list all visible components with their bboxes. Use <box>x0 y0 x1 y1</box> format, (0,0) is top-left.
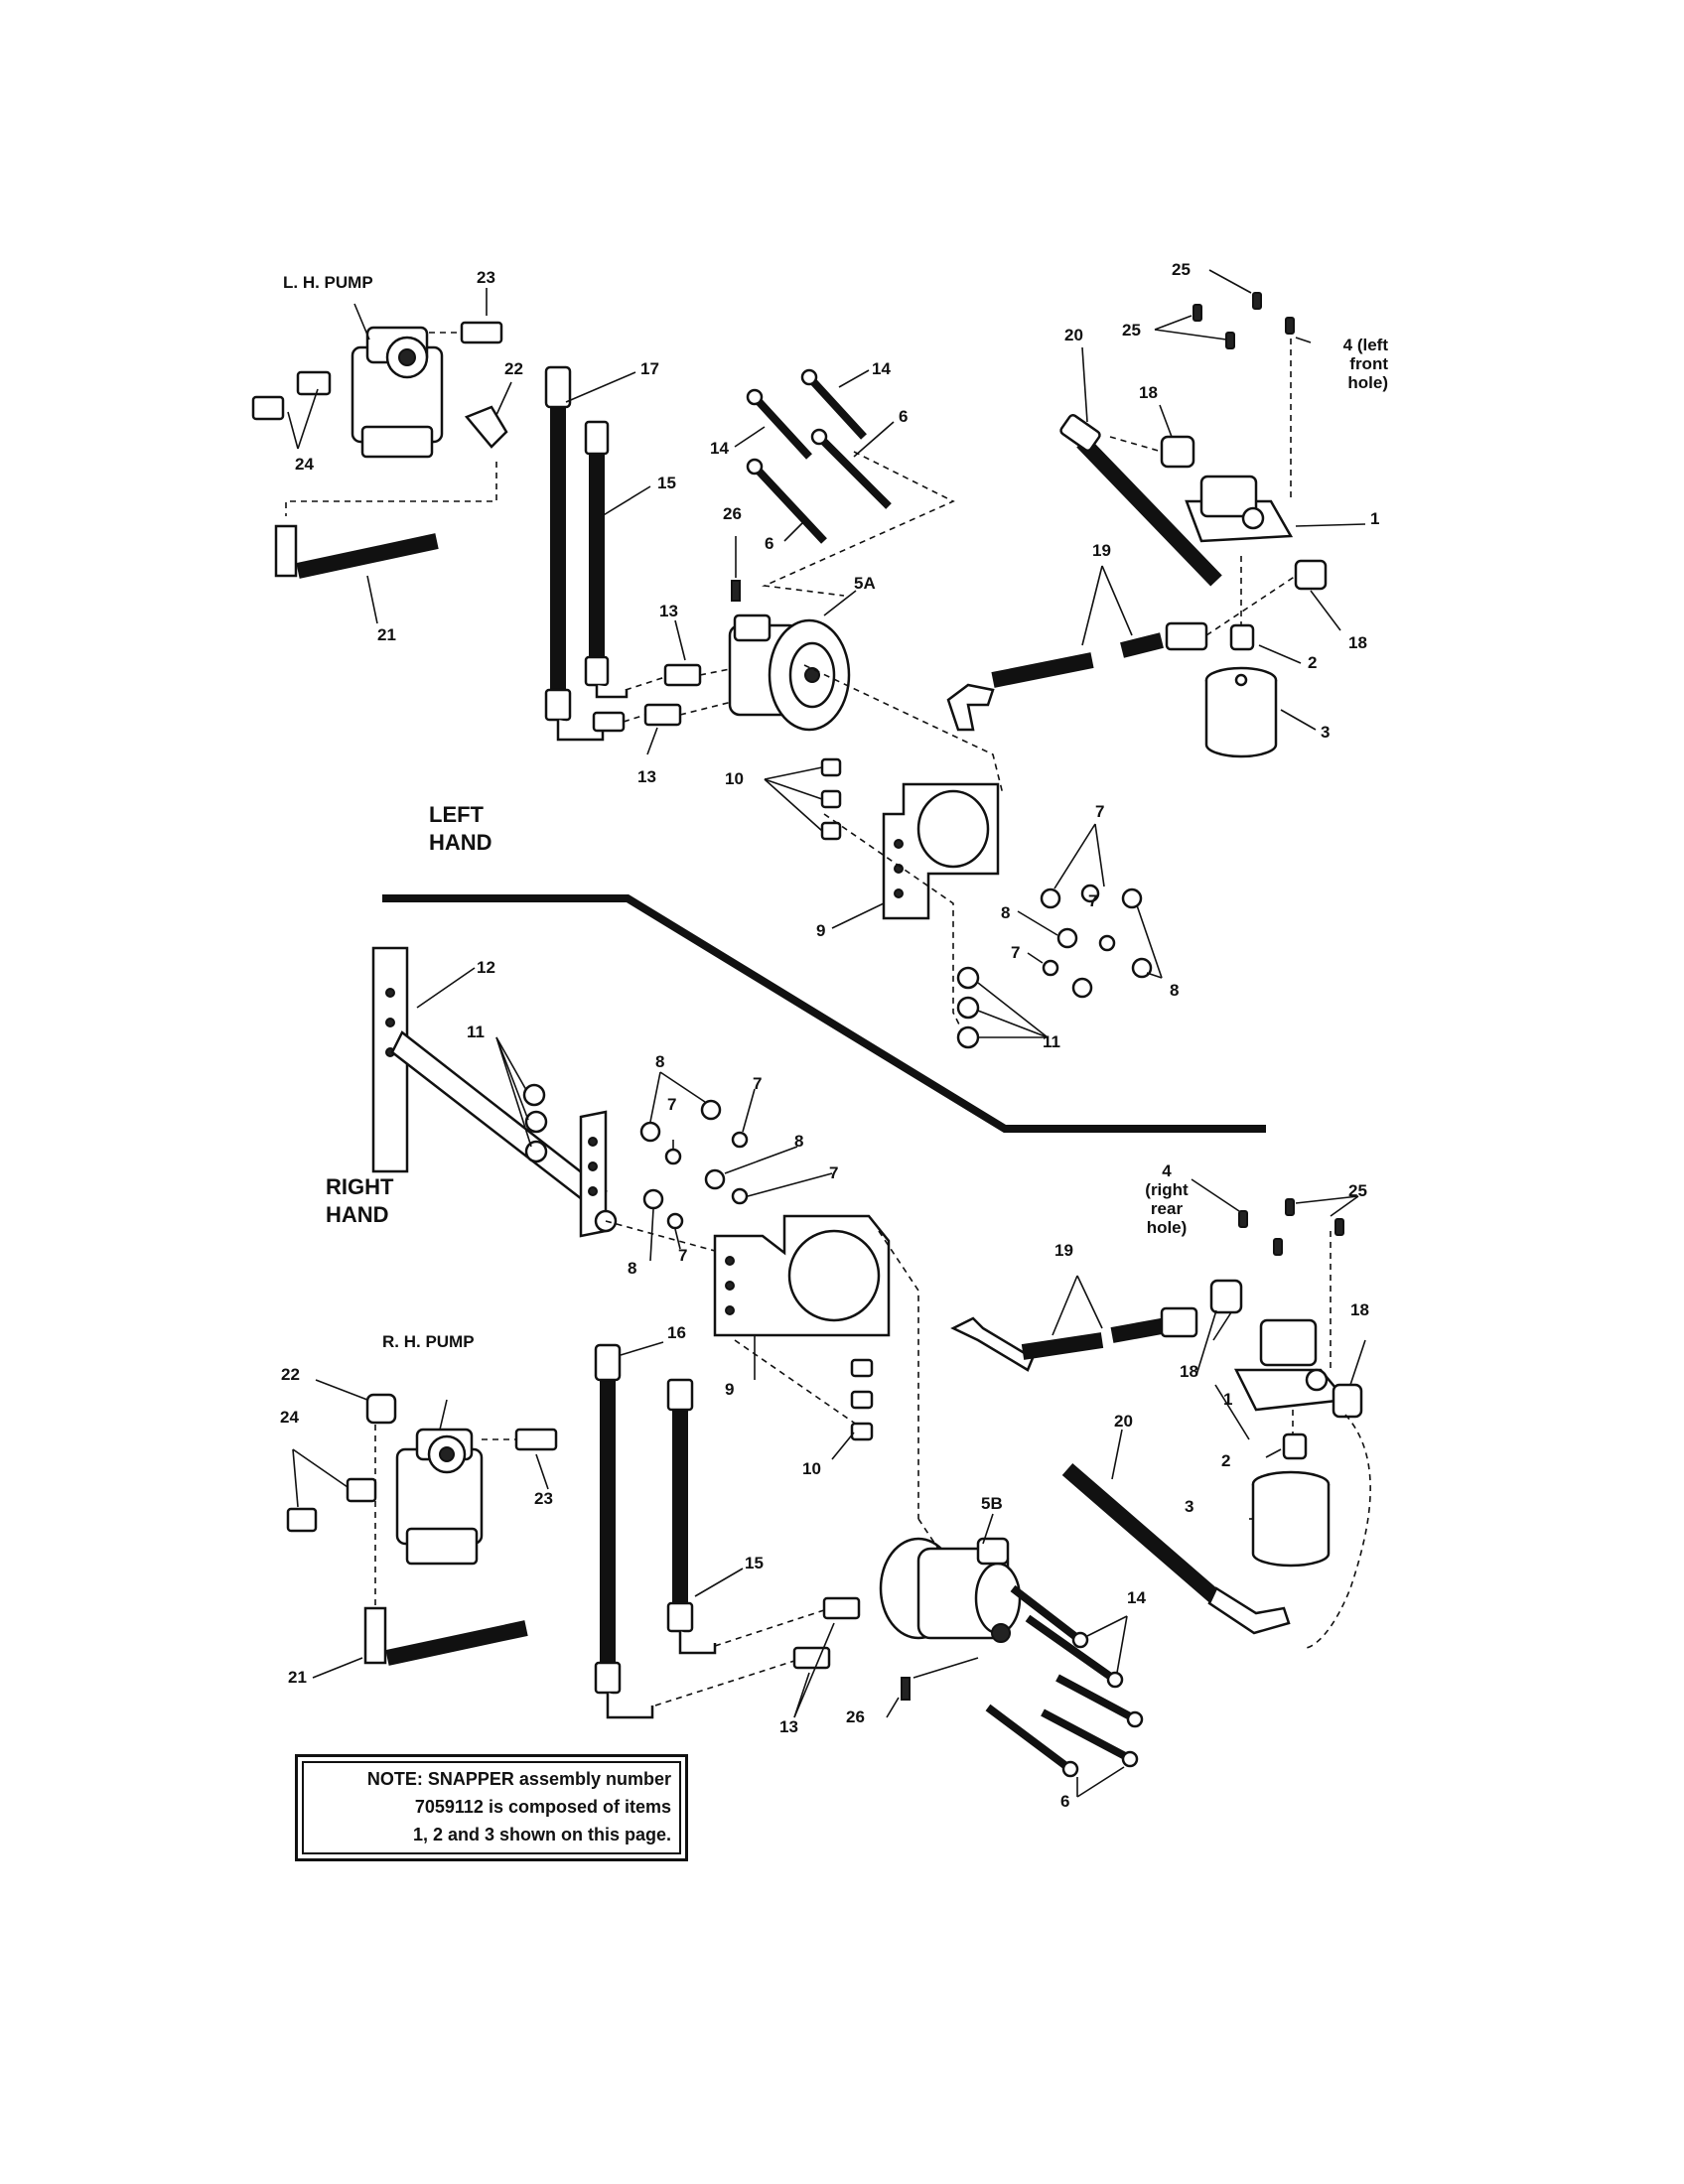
callout-18-rh-a: 18 <box>1350 1300 1369 1319</box>
callout-21-rh: 21 <box>288 1668 307 1687</box>
note-line-2: 7059112 is composed of items <box>414 1797 671 1817</box>
callout-11-rh: 11 <box>467 1023 485 1041</box>
motor-5b-drawing <box>879 1537 1022 1643</box>
bolts-10 <box>820 757 842 841</box>
callout-23-rh: 23 <box>534 1489 553 1508</box>
callout-15-rh: 15 <box>745 1554 764 1572</box>
nuts-rh <box>639 1099 749 1230</box>
bolts-lh <box>746 368 892 544</box>
callout-14-lh-a: 14 <box>872 359 891 378</box>
callout-9-rh: 9 <box>725 1380 735 1399</box>
nuts-lh <box>956 884 1153 1049</box>
callout-26-lh: 26 <box>723 504 742 523</box>
assembly-note-box: NOTE: SNAPPER assembly number 7059112 is… <box>295 1754 688 1861</box>
callout-8-lh-b: 8 <box>1170 981 1180 1000</box>
callout-10-lh: 10 <box>725 769 744 788</box>
filter-assembly-lh <box>1160 435 1328 758</box>
callout-13-lh-b: 13 <box>637 767 656 786</box>
note-line-1: NOTE: SNAPPER assembly number <box>366 1769 671 1789</box>
callout-10-rh: 10 <box>802 1459 821 1478</box>
callout-8-rh-b: 8 <box>794 1132 804 1151</box>
callout-26-rh: 26 <box>846 1707 865 1726</box>
section-left-hand: LEFT HAND <box>429 802 492 855</box>
callout-23-lh: 23 <box>477 268 495 287</box>
lh-pump-label: L. H. PUMP <box>283 273 373 292</box>
callout-2-rh: 2 <box>1221 1451 1231 1470</box>
callout-14-lh-b: 14 <box>710 439 729 458</box>
callout-6-lh-a: 6 <box>899 407 909 426</box>
callout-19-lh: 19 <box>1092 541 1111 560</box>
callout-13-rh: 13 <box>779 1717 798 1736</box>
callout-15-lh: 15 <box>657 474 676 492</box>
section-right-hand: RIGHT HAND <box>326 1174 394 1227</box>
bracket-9-rh <box>713 1214 891 1337</box>
bolts-rh <box>985 1584 1144 1778</box>
callout-20-rh: 20 <box>1114 1412 1133 1431</box>
callout-4-left: 4 (left front hole) <box>1342 336 1388 392</box>
callout-7-rh-d: 7 <box>678 1246 688 1265</box>
bracket-12 <box>371 946 618 1238</box>
callout-25-lh-a: 25 <box>1172 260 1191 279</box>
callout-4-right: 4 (right rear hole) <box>1145 1161 1189 1237</box>
callout-14-rh: 14 <box>1127 1588 1146 1607</box>
callout-7-lh-b: 7 <box>1088 891 1098 910</box>
callout-8-rh-c: 8 <box>628 1259 637 1278</box>
callout-7-rh-b: 7 <box>753 1074 763 1093</box>
callout-7-rh-c: 7 <box>829 1163 839 1182</box>
note-line-3: 1, 2 and 3 shown on this page. <box>412 1825 671 1844</box>
callout-25-rh: 25 <box>1348 1181 1367 1200</box>
callout-17: 17 <box>640 359 659 378</box>
callout-18-lh-b: 18 <box>1348 633 1367 652</box>
callout-13-lh-a: 13 <box>659 602 678 620</box>
callout-8-lh-a: 8 <box>1001 903 1011 922</box>
callout-2-lh: 2 <box>1308 653 1318 672</box>
callout-18-rh-b: 18 <box>1180 1362 1198 1381</box>
callout-24-lh: 24 <box>295 455 314 474</box>
bracket-9-lh <box>882 782 1000 920</box>
motor-5a-drawing <box>728 614 851 732</box>
callout-25-lh-b: 25 <box>1122 321 1141 340</box>
callout-1-lh: 1 <box>1370 509 1380 528</box>
callout-7-lh-a: 7 <box>1095 802 1105 821</box>
callout-3-rh: 3 <box>1185 1497 1194 1516</box>
callout-18-lh-a: 18 <box>1139 383 1158 402</box>
callout-20-lh: 20 <box>1064 326 1083 344</box>
callout-22-lh: 22 <box>504 359 523 378</box>
lh-pump-drawing <box>251 321 508 459</box>
callout-16: 16 <box>667 1323 686 1342</box>
callout-21-lh: 21 <box>377 625 396 644</box>
callout-5A: 5A <box>854 574 876 593</box>
callout-22-rh: 22 <box>281 1365 300 1384</box>
callout-6-lh-b: 6 <box>765 534 774 553</box>
callout-19-rh: 19 <box>1054 1241 1073 1260</box>
callout-11-lh: 11 <box>1043 1032 1060 1051</box>
callout-3-lh: 3 <box>1321 723 1331 742</box>
rh-pump-label: R. H. PUMP <box>382 1332 475 1351</box>
callout-7-rh-a: 7 <box>667 1095 677 1114</box>
callout-6-rh: 6 <box>1060 1792 1070 1811</box>
callout-24-rh: 24 <box>280 1408 299 1427</box>
filter-assembly-rh <box>1209 1279 1363 1568</box>
callout-8-rh-a: 8 <box>655 1052 665 1071</box>
callout-1-rh: 1 <box>1223 1390 1233 1409</box>
callout-7-lh-c: 7 <box>1011 943 1021 962</box>
callout-9-lh: 9 <box>816 921 826 940</box>
rh-pump-drawing <box>286 1393 558 1566</box>
section-divider <box>382 894 1266 1133</box>
callout-5B: 5B <box>981 1494 1003 1513</box>
callout-12: 12 <box>477 958 495 977</box>
